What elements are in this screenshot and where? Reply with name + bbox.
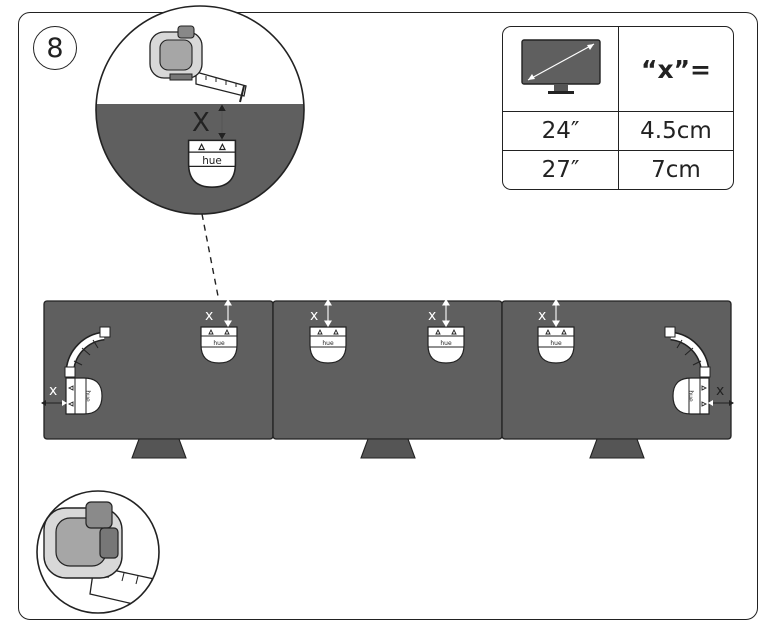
measure-label: x xyxy=(205,308,213,324)
value-27-cell: 7cm xyxy=(618,150,733,189)
zoom-detail: X hue xyxy=(95,5,305,215)
light-strip-mount-icon: hue xyxy=(200,326,238,364)
light-strip-mount-icon: hue xyxy=(537,326,575,364)
monitor-center xyxy=(272,300,503,459)
light-strip-mount-icon: hue xyxy=(427,326,465,364)
measure-arrow xyxy=(41,400,734,406)
monitor-diagonal-icon xyxy=(520,39,601,94)
mount-brand-label: hue xyxy=(213,340,225,347)
value-24-cell: 4.5cm xyxy=(618,110,733,152)
measure-label: x xyxy=(538,308,546,324)
size-27-cell: 27″ xyxy=(503,150,619,189)
tape-measure-icon xyxy=(149,25,247,103)
mount-brand-label: hue xyxy=(322,340,334,347)
mount-brand-label: hue xyxy=(440,340,452,347)
mount-brand-label: hue xyxy=(687,390,694,402)
mount-brand-label: hue xyxy=(84,390,91,402)
measure-label: x xyxy=(428,308,436,324)
measure-label: x xyxy=(49,383,57,399)
zoom-measure-label: X xyxy=(192,108,210,138)
monitor-diagonal-cell xyxy=(503,27,619,112)
x-value-header: “x”= xyxy=(618,27,733,112)
light-strip-mount-icon: hue xyxy=(65,377,103,415)
size-table: “x”= 24″ 4.5cm 27″ 7cm xyxy=(502,26,734,190)
measure-label: x xyxy=(310,308,318,324)
step-number-badge: 8 xyxy=(33,26,77,70)
zoom-light-strip-mount: hue xyxy=(187,139,237,188)
measure-arrow xyxy=(224,298,560,328)
zoom-brand-label: hue xyxy=(202,155,222,167)
zoom-leader-line xyxy=(201,213,219,297)
size-24-cell: 24″ xyxy=(503,110,619,152)
mount-brand-label: hue xyxy=(550,340,562,347)
tape-measure-callout xyxy=(36,490,160,614)
measure-label: x xyxy=(716,383,724,399)
light-strip-mount-icon: hue xyxy=(309,326,347,364)
tape-measure-icon xyxy=(43,501,159,613)
